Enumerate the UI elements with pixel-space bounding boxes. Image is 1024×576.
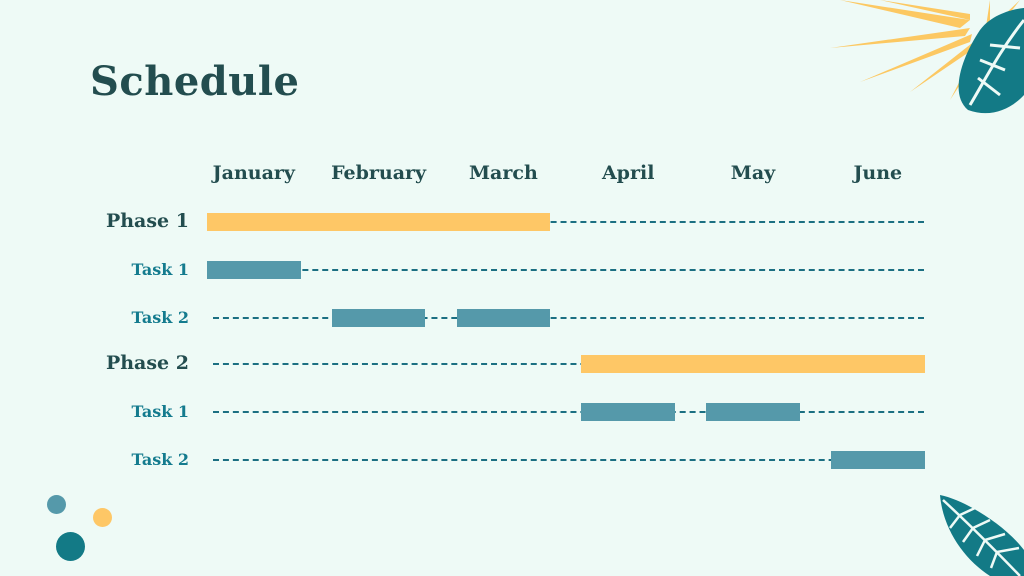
timeline-dashed-line [213,317,924,319]
row-label-task: Task 2 [131,450,189,469]
row-label-phase: Phase 1 [105,210,189,232]
task-bar [581,403,675,421]
row-label-task: Task 1 [131,402,189,421]
monstera-leaf-decoration-bottom [940,495,1024,576]
timeline-dashed-line [213,269,924,271]
palm-leaf-decoration-top [830,0,1024,114]
month-label-march: March [469,162,538,184]
phase-bar [207,213,551,231]
month-label-may: May [730,162,776,184]
month-label-january: January [212,162,295,184]
timeline-dashed-line [213,459,924,461]
task-bar [831,451,925,469]
task-bar [207,261,301,279]
timeline-dashed-line [213,411,924,413]
month-label-april: April [601,162,655,184]
timeline-dashed-line [213,221,924,223]
row-label-phase: Phase 2 [105,352,189,374]
decorative-dot-teal-small [47,495,66,514]
timeline-dashed-line [213,363,924,365]
decorative-dot-teal-large [56,532,85,561]
task-bar [706,403,800,421]
decorative-dot-yellow [93,508,112,527]
month-label-february: February [331,162,427,184]
phase-bar [581,355,925,373]
page-title: Schedule [90,58,300,105]
row-label-task: Task 2 [131,308,189,327]
task-bar [456,309,551,327]
task-bar [331,309,426,327]
row-label-task: Task 1 [131,260,189,279]
month-label-june: June [853,162,903,184]
